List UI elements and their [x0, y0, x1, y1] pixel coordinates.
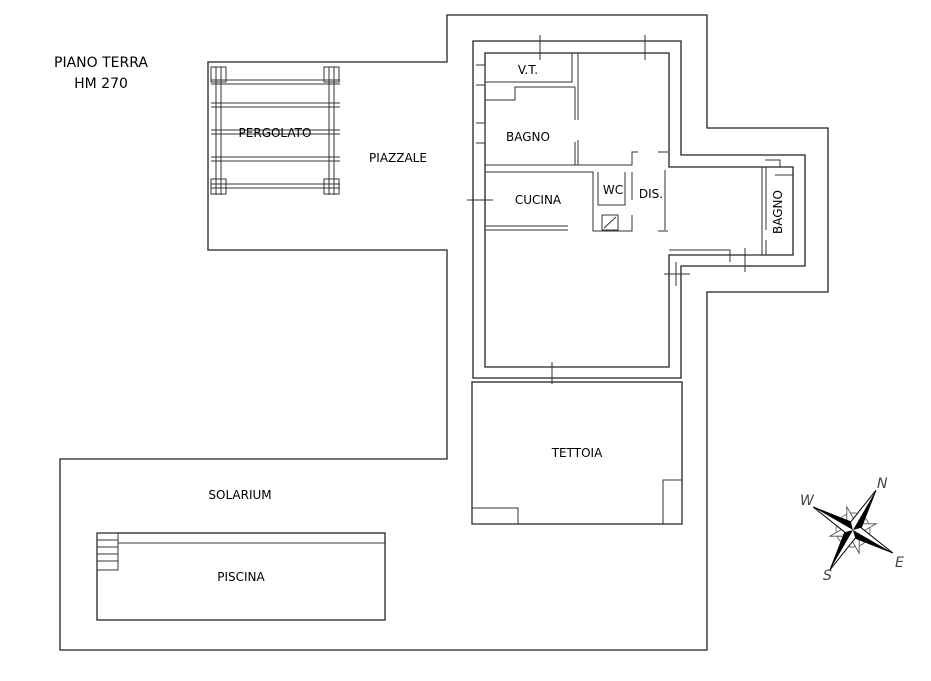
- plan-subtitle: HM 270: [74, 76, 128, 92]
- label-dis: DIS.: [639, 187, 663, 201]
- compass-rose-icon: [812, 489, 894, 571]
- label-bagno-2: BAGNO: [771, 190, 785, 234]
- label-tettoia: TETTOIA: [551, 446, 603, 460]
- label-vt: V.T.: [518, 63, 538, 77]
- swimming-pool: [96, 532, 386, 621]
- label-piazzale: PIAZZALE: [369, 151, 427, 165]
- pergola: [210, 66, 340, 195]
- compass-north: N: [877, 476, 888, 492]
- label-cucina: CUCINA: [515, 193, 562, 207]
- label-pergolato: PERGOLATO: [239, 126, 312, 140]
- label-wc: WC: [603, 183, 623, 197]
- chimney: [601, 214, 619, 231]
- compass-west: W: [800, 493, 815, 509]
- site-boundary: [59, 14, 829, 651]
- label-bagno: BAGNO: [506, 130, 550, 144]
- label-solarium: SOLARIUM: [208, 488, 271, 502]
- label-piscina: PISCINA: [217, 570, 265, 584]
- building-walls: [467, 35, 806, 384]
- compass-east: E: [895, 555, 904, 571]
- tettoia: [471, 381, 683, 525]
- compass-south: S: [823, 568, 832, 584]
- plan-title: PIANO TERRA: [54, 55, 148, 71]
